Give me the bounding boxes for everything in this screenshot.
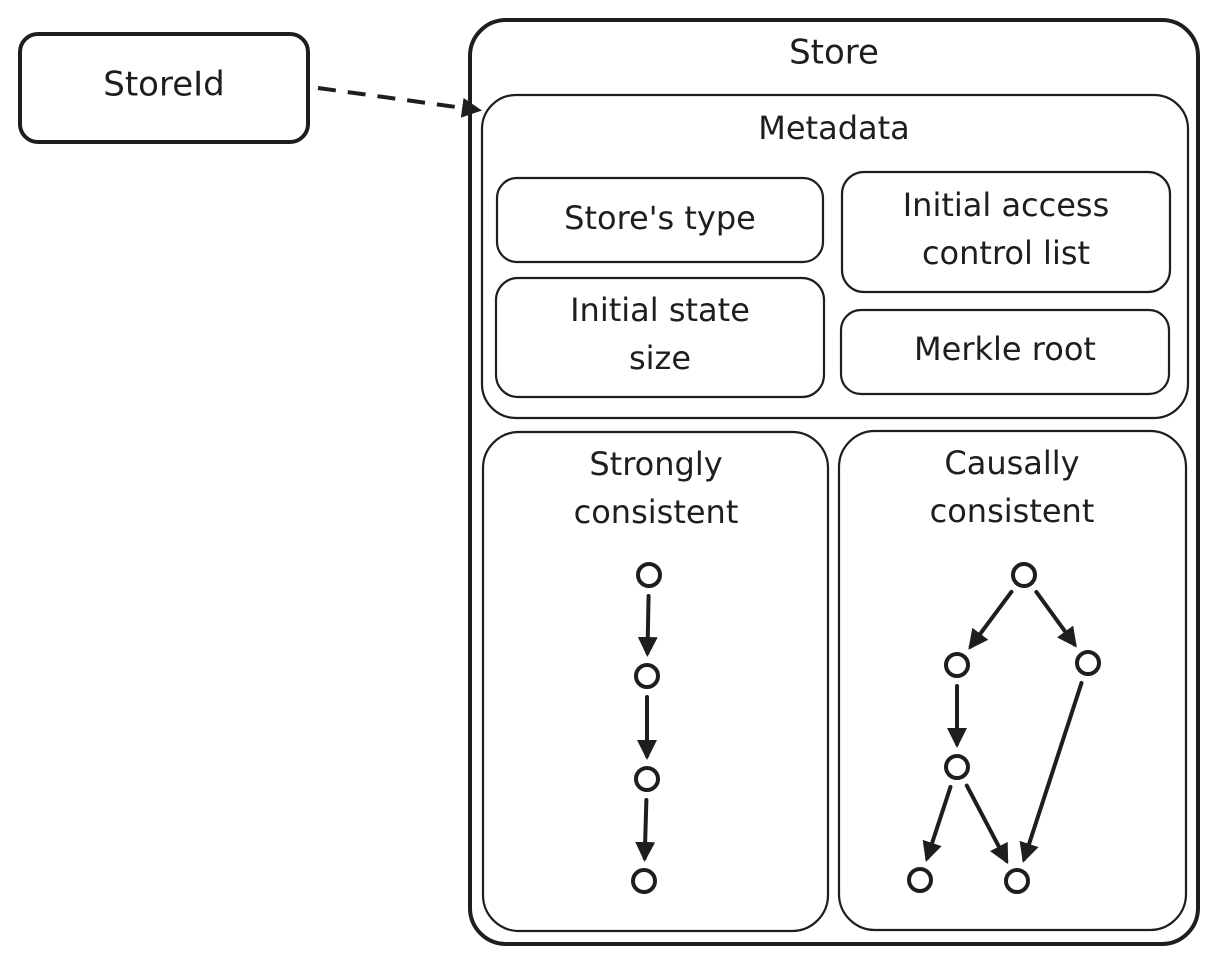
graph-edge-s3-s4 — [635, 797, 656, 863]
stores-type-box: Store's type — [495, 176, 825, 264]
initial-state-label-line2: size — [629, 339, 691, 377]
store-box: Store — [468, 18, 1200, 946]
causally-consistent-graph — [907, 562, 1101, 894]
merkle-root-box: Merkle root — [839, 308, 1171, 396]
graph-node-s3 — [634, 766, 660, 792]
graph-edge-c1-c2 — [968, 589, 1014, 650]
metadata-box: Metadata — [480, 93, 1190, 420]
causally-consistent-box: Causally consistent — [837, 429, 1188, 932]
strongly-label-line2: consistent — [574, 493, 739, 531]
strongly-consistent-box: Strongly consistent — [481, 430, 830, 933]
metadata-title: Metadata — [758, 109, 910, 147]
store-title: Store — [789, 33, 879, 73]
graph-edge-s1-s2 — [637, 593, 658, 658]
store-id-box: StoreId — [18, 32, 310, 144]
graph-node-c5 — [907, 867, 933, 893]
graph-node-s1 — [636, 562, 662, 588]
initial-acl-label-line1: Initial access — [903, 186, 1110, 224]
graph-node-c1 — [1011, 562, 1037, 588]
graph-edge-c4-c6 — [964, 783, 1009, 865]
graph-node-c4 — [944, 754, 970, 780]
graph-node-c3 — [1075, 650, 1101, 676]
store-id-reference-arrow — [317, 86, 482, 118]
graph-node-c2 — [944, 652, 970, 678]
graph-edge-c4-c5 — [922, 784, 953, 862]
strongly-label-line1: Strongly — [589, 445, 722, 483]
causally-label-line2: consistent — [930, 492, 1095, 530]
initial-state-label-line1: Initial state — [570, 291, 750, 329]
causally-label-line1: Causally — [944, 444, 1079, 482]
graph-node-c6 — [1004, 868, 1030, 894]
graph-node-s2 — [634, 663, 660, 689]
initial-acl-box: Initial access control list — [840, 170, 1172, 294]
initial-acl-label-line2: control list — [922, 234, 1090, 272]
initial-state-size-box: Initial state size — [494, 276, 826, 399]
stores-type-label: Store's type — [564, 199, 756, 237]
graph-node-s4 — [631, 868, 657, 894]
merkle-root-label: Merkle root — [914, 330, 1096, 368]
store-id-label: StoreId — [103, 65, 224, 105]
graph-edge-c3-c6 — [1019, 680, 1084, 863]
strongly-consistent-graph — [631, 562, 662, 894]
graph-edge-c1-c3 — [1034, 589, 1077, 648]
